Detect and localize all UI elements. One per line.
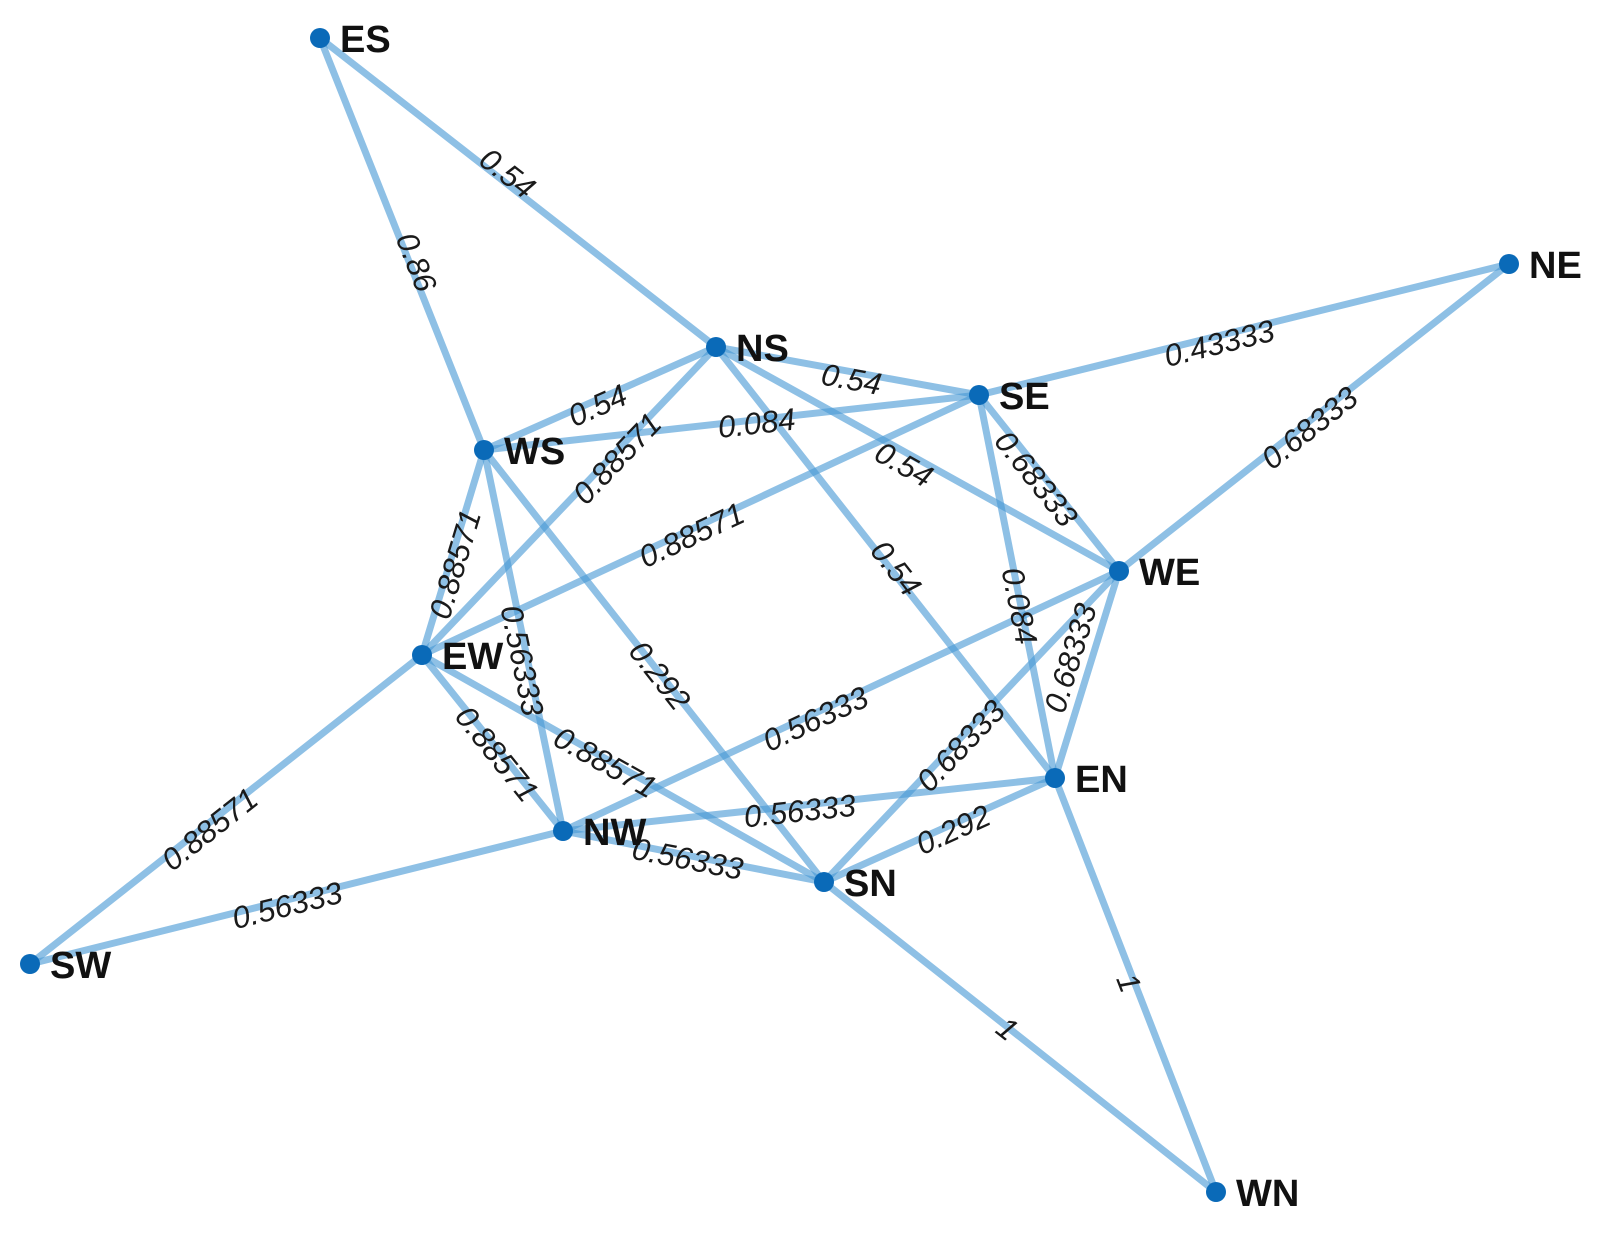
node-label-wn: WN: [1236, 1173, 1299, 1215]
node-label-en: EN: [1075, 759, 1128, 801]
edge-en-sn: [820, 774, 1059, 886]
node-label-ns: NS: [736, 328, 789, 370]
node-ns: [706, 337, 726, 357]
node-label-es: ES: [340, 19, 391, 61]
node-label-sw: SW: [50, 945, 111, 987]
edge-ns-ws: [480, 343, 720, 454]
edge-ne-se: [975, 260, 1513, 399]
edge-ne-we: [1115, 260, 1513, 575]
edge-weight-label: 0.56333: [629, 831, 746, 887]
edge-en-wn: [1051, 774, 1220, 1196]
node-label-ew: EW: [442, 636, 503, 678]
edge-ns-se: [712, 343, 983, 399]
nodes-layer: [20, 28, 1519, 1202]
node-label-ne: NE: [1529, 245, 1582, 287]
edge-ew-sn: [418, 651, 828, 886]
node-label-we: WE: [1139, 552, 1200, 594]
edge-weight-label: 1: [1109, 969, 1148, 998]
edge-weight-label: 0.43333: [1161, 313, 1278, 374]
node-label-nw: NW: [583, 812, 646, 854]
node-label-sn: SN: [844, 863, 897, 905]
node-ew: [412, 645, 432, 665]
edge-weight-label: 0.292: [911, 798, 996, 862]
edge-weight-label: 0.88571: [422, 506, 488, 623]
node-ne: [1499, 254, 1519, 274]
edge-weight-labels: 0.540.860.433330.683330.540.540.540.540.…: [155, 141, 1364, 1048]
node-we: [1109, 561, 1129, 581]
edge-weight-label: 0.54: [819, 357, 885, 402]
node-en: [1045, 768, 1065, 788]
edge-se-we: [975, 391, 1123, 575]
edge-se-ws: [480, 391, 983, 454]
edge-weight-label: 0.56333: [757, 679, 873, 758]
edge-ns-ew: [418, 343, 720, 659]
node-wn: [1206, 1182, 1226, 1202]
node-se: [969, 385, 989, 405]
edge-weight-label: 0.86: [389, 228, 444, 298]
edge-weight-label: 0.88571: [548, 720, 663, 806]
edge-ns-we: [712, 343, 1123, 575]
edge-es-ws: [316, 34, 488, 454]
edge-weight-label: 0.54: [473, 141, 542, 206]
node-ws: [474, 440, 494, 460]
edge-weight-label: 0.68333: [1255, 380, 1365, 477]
node-es: [310, 28, 330, 48]
edge-weight-label: 0.084: [995, 565, 1044, 648]
node-sn: [814, 872, 834, 892]
node-label-ws: WS: [504, 431, 565, 473]
edge-weight-label: 0.56333: [229, 875, 346, 936]
edge-weight-label: 0.88571: [633, 496, 749, 575]
edge-en-nw: [559, 774, 1059, 835]
node-nw: [553, 821, 573, 841]
edge-we-sn: [820, 567, 1123, 886]
edge-ws-ew: [418, 446, 488, 659]
edge-weight-label: 0.084: [716, 402, 797, 445]
edge-nw-sw: [26, 827, 567, 968]
edge-ew-sw: [26, 651, 426, 968]
edge-es-ns: [316, 34, 720, 351]
node-sw: [20, 954, 40, 974]
edge-ws-nw: [480, 446, 567, 835]
edges-layer: [26, 34, 1513, 1196]
edge-nw-sn: [559, 827, 828, 886]
edge-ew-nw: [418, 651, 567, 835]
node-label-se: SE: [999, 376, 1050, 418]
edge-sn-wn: [820, 878, 1220, 1196]
edge-se-en: [975, 391, 1059, 782]
node-labels: ES NE NS SE WS WE EW EN NW SN SW WN: [50, 19, 1582, 1215]
edge-weight-label: 0.88571: [155, 781, 265, 878]
edge-we-en: [1051, 567, 1123, 782]
